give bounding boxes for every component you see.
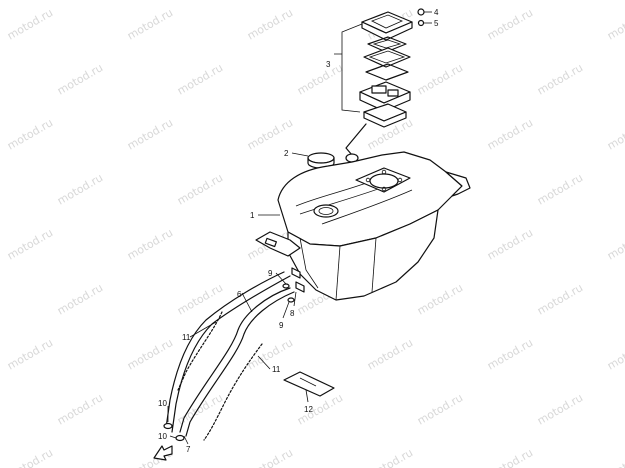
fuel-tank bbox=[255, 151, 471, 301]
watermark-text: motod.ru bbox=[55, 391, 105, 427]
callout-12: 12 bbox=[304, 405, 313, 414]
watermark-text: motod.ru bbox=[415, 61, 465, 97]
watermark-text: motod.ru bbox=[535, 391, 585, 427]
hose-bracket bbox=[283, 371, 335, 397]
callout-10-lower: 10 bbox=[158, 432, 167, 441]
callout-2: 2 bbox=[284, 149, 289, 158]
watermark-text: motod.ru bbox=[125, 336, 175, 372]
watermark-text: motod.ru bbox=[365, 446, 415, 468]
watermark-text: motod.ru bbox=[175, 61, 225, 97]
callout-10-upper: 10 bbox=[158, 399, 167, 408]
watermark-text: motod.ru bbox=[485, 336, 535, 372]
callout-1: 1 bbox=[250, 211, 255, 220]
watermark-text: motod.ru bbox=[5, 6, 55, 42]
callout-9-lower: 9 bbox=[279, 321, 284, 330]
watermark-text: motod.ru bbox=[245, 116, 295, 152]
watermark-text: motod.ru bbox=[605, 116, 625, 152]
watermark-text: motod.ru bbox=[605, 336, 625, 372]
watermark-text: motod.ru bbox=[5, 336, 55, 372]
watermark-text: motod.ru bbox=[55, 61, 105, 97]
callout-3: 3 bbox=[326, 60, 331, 69]
watermark-text: motod.ru bbox=[175, 171, 225, 207]
callout-8: 8 bbox=[290, 309, 295, 318]
callout-4: 4 bbox=[434, 8, 439, 17]
watermark-text: motod.ru bbox=[245, 336, 295, 372]
callout-7: 7 bbox=[186, 445, 191, 454]
watermark-text: motod.ru bbox=[535, 281, 585, 317]
callout-9-upper: 9 bbox=[268, 269, 273, 278]
fuel-cap bbox=[307, 152, 335, 169]
fuel-pump-assembly bbox=[345, 8, 425, 163]
watermark-text: motod.ru bbox=[125, 116, 175, 152]
callout-labels: 3 4 5 2 1 9 8 9 6 11 11 12 10 10 7 bbox=[158, 8, 439, 454]
watermark-text: motod.ru bbox=[605, 226, 625, 262]
callout-11-left: 11 bbox=[182, 333, 191, 342]
watermark-text: motod.ru bbox=[245, 6, 295, 42]
watermark-text: motod.ru bbox=[55, 171, 105, 207]
watermark-text: motod.ru bbox=[125, 226, 175, 262]
watermark-text: motod.ru bbox=[5, 116, 55, 152]
watermark-text: motod.ru bbox=[535, 171, 585, 207]
watermark-text: motod.ru bbox=[485, 226, 535, 262]
watermark-text: motod.ru bbox=[295, 61, 345, 97]
watermark-text: motod.ru bbox=[245, 446, 295, 468]
watermark-text: motod.ru bbox=[485, 6, 535, 42]
watermark-text: motod.ru bbox=[365, 336, 415, 372]
watermark-text: motod.ru bbox=[535, 61, 585, 97]
callout-11-right: 11 bbox=[272, 365, 281, 374]
watermark-text: motod.ru bbox=[55, 281, 105, 317]
watermark-text: motod.ru bbox=[415, 391, 465, 427]
watermark-text: motod.ru bbox=[605, 6, 625, 42]
watermark-text: motod.ru bbox=[415, 281, 465, 317]
front-arrow-icon bbox=[153, 445, 173, 461]
watermark-text: motod.ru bbox=[125, 6, 175, 42]
watermark-text: motod.ru bbox=[5, 226, 55, 262]
callout-5: 5 bbox=[434, 19, 439, 28]
watermark-text: motod.ru bbox=[605, 446, 625, 468]
watermark-text: motod.ru bbox=[485, 446, 535, 468]
callout-6: 6 bbox=[237, 290, 242, 299]
watermark-text: motod.ru bbox=[175, 281, 225, 317]
watermark-text: motod.ru bbox=[485, 116, 535, 152]
watermark-text: motod.ru bbox=[5, 446, 55, 468]
leader-lines bbox=[167, 11, 432, 445]
hose-protectors bbox=[177, 311, 263, 441]
